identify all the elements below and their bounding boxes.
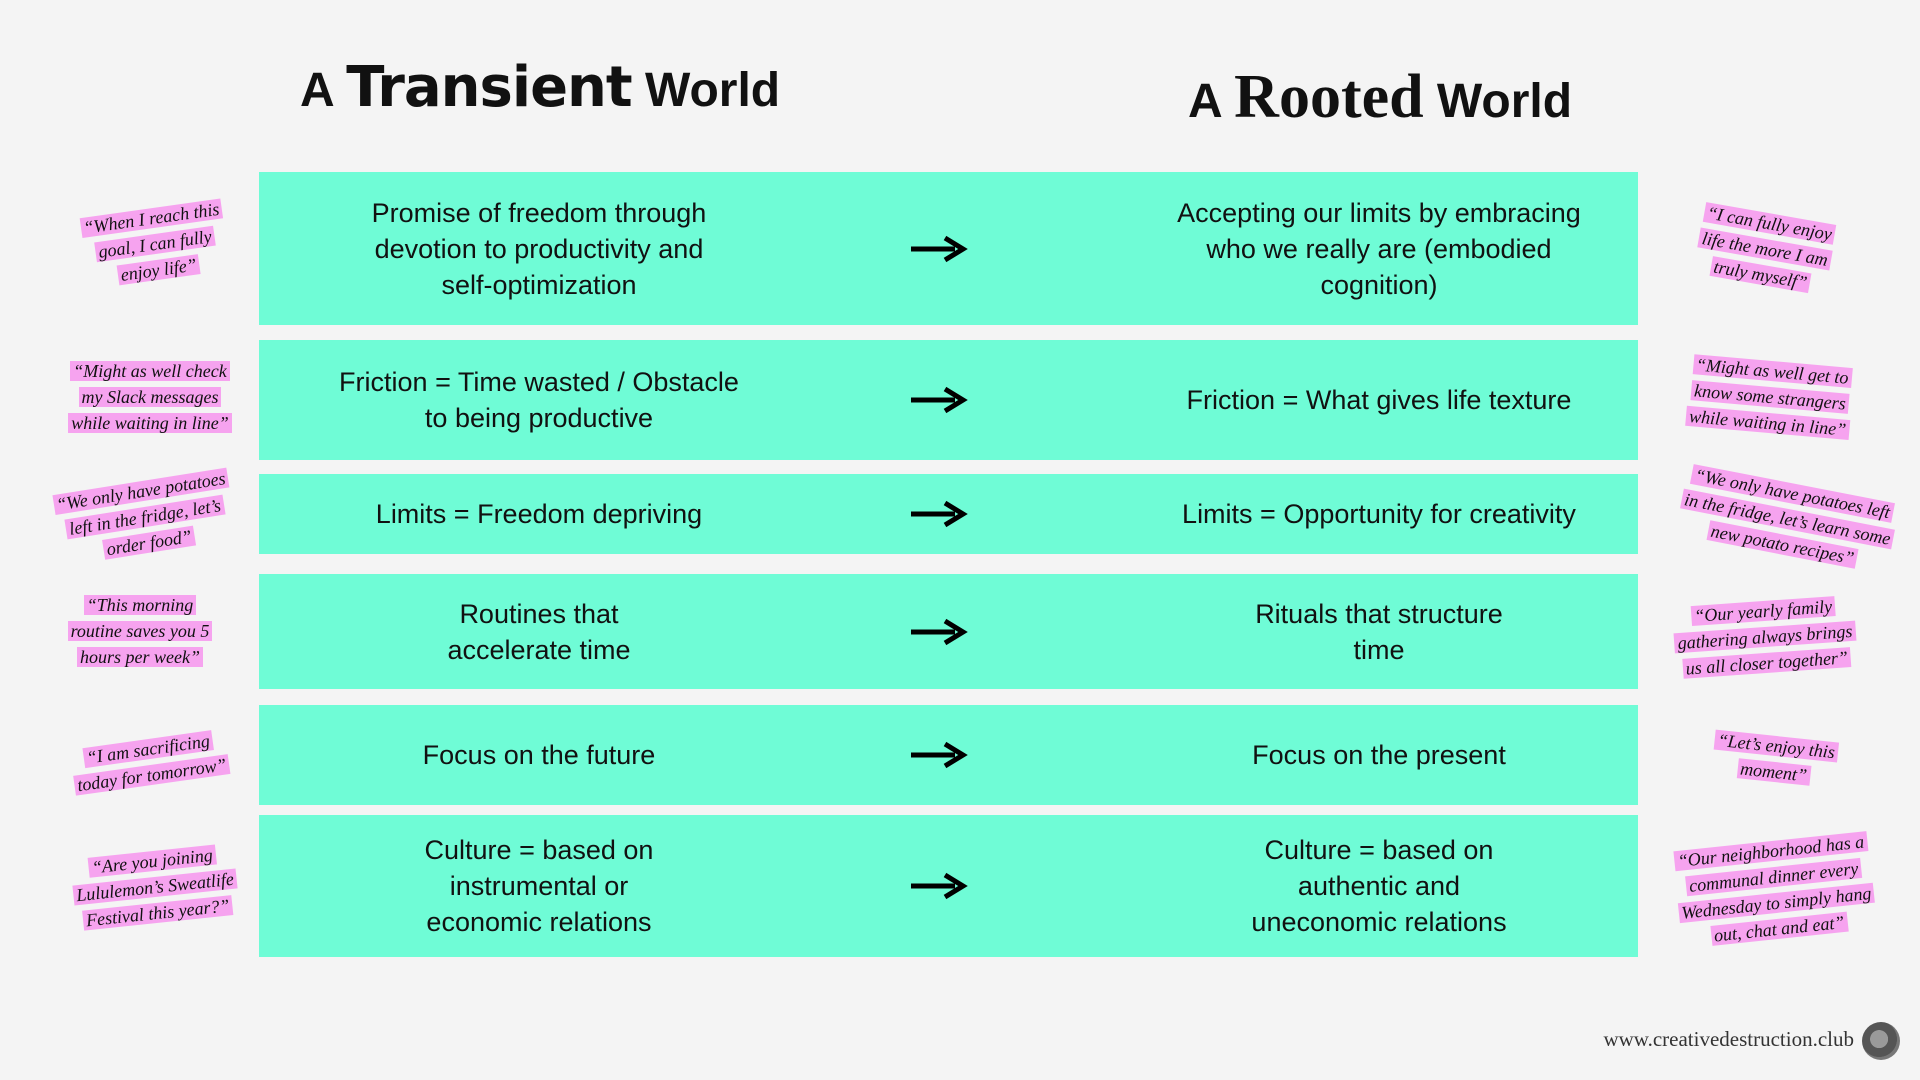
heading-suffix: World	[1423, 75, 1573, 128]
transient-cell: Friction = Time wasted / Obstacle to bei…	[339, 367, 739, 433]
quote-text: “This morning routine saves you 5 hours …	[67, 595, 213, 667]
quote-text: “Our neighborhood has a communal dinner …	[1673, 831, 1876, 946]
arrow-right-icon	[911, 618, 968, 645]
quote-text: “We only have potatoes left in the fridg…	[1679, 464, 1896, 569]
heading-rooted-world: A Rooted World	[1165, 62, 1595, 133]
comparison-row: Culture = based on instrumental or econo…	[259, 815, 1638, 957]
rooted-cell: Focus on the present	[1252, 740, 1506, 770]
rooted-cell: Rituals that structure time	[1255, 598, 1503, 665]
quote-transient: “Are you joining Lululemon’s Sweatlife F…	[32, 836, 279, 939]
quote-rooted: “We only have potatoes left in the fridg…	[1660, 457, 1915, 580]
quote-rooted: “Our yearly family gathering always brin…	[1648, 590, 1883, 684]
rooted-cell: Culture = based on authentic and unecono…	[1251, 835, 1507, 937]
comparison-row: Friction = Time wasted / Obstacle to bei…	[259, 340, 1638, 460]
arrow-right-icon	[911, 741, 968, 769]
quote-text: “Our yearly family gathering always brin…	[1674, 596, 1856, 679]
quote-transient: “Might as well check my Slack messages w…	[30, 358, 270, 436]
heading-suffix: World	[631, 64, 781, 117]
quote-rooted: “Let’s enjoy this moment”	[1678, 723, 1872, 795]
transient-cell: Promise of freedom through devotion to p…	[371, 197, 707, 300]
quote-text: “Might as well check my Slack messages w…	[68, 361, 232, 433]
arrow-right-icon	[911, 386, 968, 414]
heading-prefix: A	[300, 64, 347, 117]
arrow-right-icon	[911, 872, 968, 900]
heading-transient-world: A Transient World	[300, 55, 780, 120]
rooted-cell: Friction = What gives life texture	[1186, 385, 1572, 415]
quote-text: “Let’s enjoy this moment”	[1713, 729, 1839, 786]
quote-rooted: “I can fully enjoy life the more I am tr…	[1655, 192, 1875, 305]
quote-rooted: “Might as well get to know some stranger…	[1652, 348, 1888, 446]
quote-text: “I am sacrificing today for tomorrow”	[72, 730, 231, 796]
transient-cell: Focus on the future	[422, 740, 656, 770]
quote-rooted: “Our neighborhood has a communal dinner …	[1655, 826, 1895, 953]
heading-accent: Transient	[346, 55, 632, 120]
quote-text: “We only have potatoes left in the fridg…	[52, 467, 230, 560]
comparison-row: Promise of freedom through devotion to p…	[259, 172, 1638, 325]
comparison-row: Focus on the future Focus on the present	[259, 705, 1638, 805]
heading-accent: Rooted	[1234, 63, 1424, 131]
quote-text: “I can fully enjoy life the more I am tr…	[1697, 202, 1837, 294]
transient-cell: Culture = based on instrumental or econo…	[424, 835, 654, 937]
transient-cell: Limits = Freedom depriving	[375, 499, 703, 529]
footer-url[interactable]: www.creativedestruction.club	[1603, 1027, 1854, 1051]
quote-transient: “This morning routine saves you 5 hours …	[30, 592, 250, 670]
quote-text: “When I reach this goal, I can fully enj…	[79, 198, 224, 286]
quote-text: “Might as well get to know some stranger…	[1685, 354, 1853, 440]
arrow-right-icon	[911, 235, 968, 262]
rooted-cell: Limits = Opportunity for creativity	[1182, 499, 1576, 529]
arrow-right-icon	[911, 500, 968, 528]
transient-cell: Routines that accelerate time	[447, 598, 631, 665]
comparison-row: Limits = Freedom depriving Limits = Oppo…	[259, 474, 1638, 554]
avatar	[1862, 1022, 1900, 1060]
rooted-cell: Accepting our limits by embracing who we…	[1177, 197, 1581, 300]
quote-text: “Are you joining Lululemon’s Sweatlife F…	[72, 844, 238, 931]
quote-transient: “When I reach this goal, I can fully enj…	[36, 189, 275, 298]
comparison-row: Routines that accelerate time Rituals th…	[259, 574, 1638, 689]
quote-transient: “We only have potatoes left in the fridg…	[15, 459, 274, 575]
heading-prefix: A	[1187, 75, 1235, 128]
quote-transient: “I am sacrificing today for tomorrow”	[33, 720, 268, 804]
